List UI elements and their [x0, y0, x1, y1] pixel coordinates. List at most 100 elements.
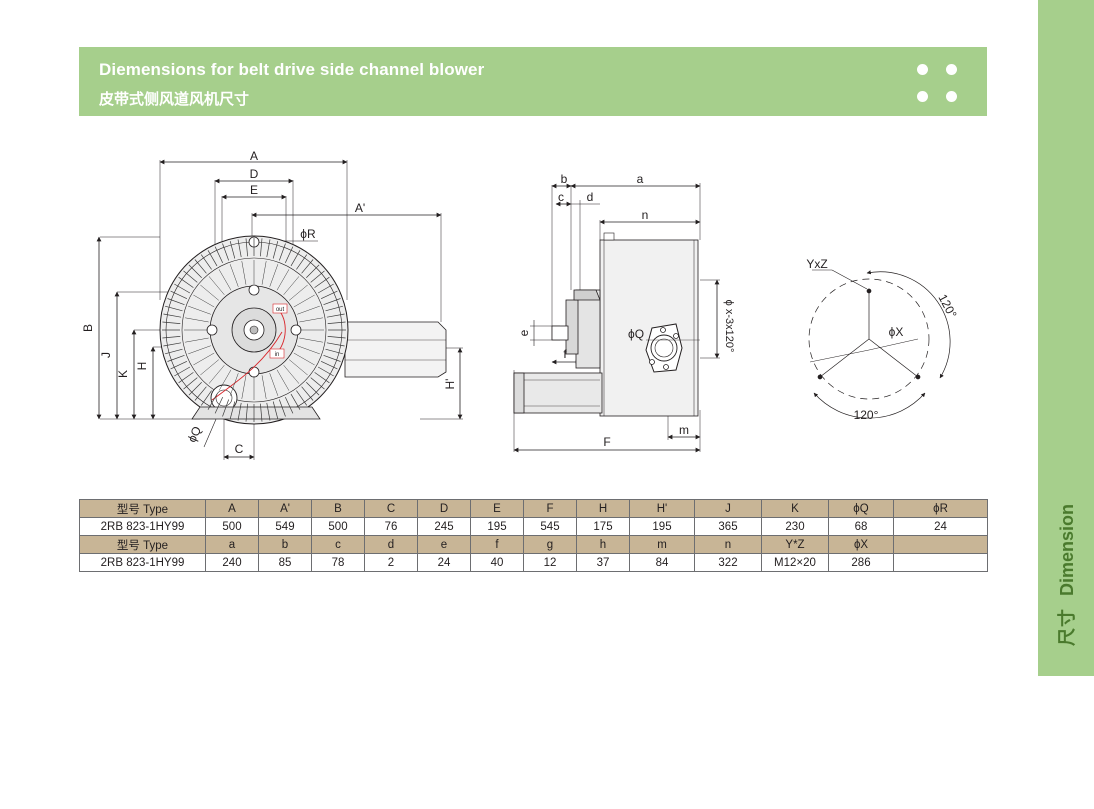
cooling-fin: [314, 276, 330, 288]
cooling-fin: [194, 259, 207, 274]
inner-fin: [188, 305, 211, 315]
table-header-cell: b: [258, 535, 312, 554]
table-cell: 365: [694, 517, 762, 536]
label-phiR: ϕR: [300, 227, 316, 241]
cooling-fin: [188, 264, 202, 278]
inner-fin: [293, 352, 315, 366]
cooling-fin: [183, 377, 198, 390]
decor-dot: [917, 91, 928, 102]
label-f: f: [563, 347, 567, 361]
table-header-cell: ϕQ: [828, 499, 894, 518]
decor-dot: [946, 64, 957, 75]
label-A: A: [250, 149, 258, 163]
title-english: Diemensions for belt drive side channel …: [99, 60, 485, 79]
inner-fin: [241, 261, 247, 285]
cooling-fin: [306, 382, 320, 396]
table-header-cell: n: [694, 535, 762, 554]
cooling-fin: [320, 290, 338, 300]
cooling-fin: [170, 290, 188, 300]
label-H-prime: H': [443, 379, 457, 390]
cooling-fin: [165, 348, 183, 355]
inner-fin: [276, 369, 290, 391]
cooling-fin: [323, 354, 341, 362]
table-cell: 175: [576, 517, 630, 536]
cooling-fin: [278, 243, 286, 261]
inner-fin: [261, 375, 267, 399]
label-e: e: [517, 329, 531, 336]
label-b: b: [561, 172, 568, 186]
cooling-fin: [167, 354, 185, 362]
table-header-cell: m: [629, 535, 695, 554]
label-phiX: ϕX: [889, 325, 904, 339]
cooling-fin: [325, 348, 343, 355]
cooling-fin: [174, 283, 191, 294]
table-header-cell: e: [417, 535, 471, 554]
cooling-fin: [214, 246, 224, 264]
decor-dot: [946, 91, 957, 102]
inner-fin: [276, 269, 290, 291]
cooling-fin: [278, 399, 286, 417]
cooling-fin: [296, 254, 308, 270]
inner-fin: [229, 264, 239, 287]
table-header-cell: J: [694, 499, 762, 518]
cooling-fin: [222, 399, 230, 417]
label-phiQ-front: ϕQ: [185, 424, 204, 444]
table-header-cell: K: [761, 499, 829, 518]
cooling-fin: [310, 270, 325, 283]
side-tab-cn: 尺寸: [1057, 608, 1077, 647]
inner-fin: [188, 345, 211, 355]
cooling-fin: [163, 313, 182, 318]
inner-fin: [185, 337, 209, 343]
cooling-fin: [162, 336, 181, 339]
cooling-fin: [229, 241, 236, 259]
table-header-cell: A: [205, 499, 259, 518]
table-cell: 549: [258, 517, 312, 536]
cooling-fin: [310, 377, 325, 390]
label-a: a: [637, 172, 644, 186]
label-D: D: [250, 167, 259, 181]
front-view: [96, 159, 463, 460]
inner-fin: [193, 352, 215, 366]
table-cell: 545: [523, 517, 577, 536]
blower-fins: [162, 238, 346, 422]
table-header-cell: c: [311, 535, 365, 554]
cooling-fin: [207, 393, 218, 410]
cooling-fin: [323, 298, 341, 306]
inner-fin: [185, 317, 209, 323]
cooling-fin: [245, 238, 248, 257]
table-header-cell: D: [417, 499, 471, 518]
cooling-fin: [260, 403, 263, 422]
cooling-fin: [317, 283, 334, 294]
cooling-fin: [200, 390, 212, 406]
table-cell: 2: [364, 553, 418, 572]
side-tab-en: Dimension: [1057, 503, 1077, 597]
inner-fin: [241, 375, 247, 399]
decor-dot: [917, 64, 928, 75]
table-header-cell: f: [470, 535, 524, 554]
table-cell: 195: [470, 517, 524, 536]
table-cell: M12×20: [761, 553, 829, 572]
cooling-fin: [207, 250, 218, 267]
table-cell: 24: [417, 553, 471, 572]
cooling-fin: [237, 239, 242, 258]
table-header-cell: d: [364, 535, 418, 554]
label-angle-top: 120°: [936, 292, 960, 321]
table-header-cell: g: [523, 535, 577, 554]
cooling-fin: [326, 313, 345, 318]
table-header-cell: Y*Z: [761, 535, 829, 554]
cooling-fin: [183, 270, 198, 283]
cooling-fin: [272, 241, 279, 259]
label-C: C: [235, 442, 244, 456]
cooling-fin: [260, 238, 263, 257]
table-header-cell: H': [629, 499, 695, 518]
flange-pattern: [808, 269, 951, 419]
cooling-fin: [162, 321, 181, 324]
cooling-fin: [327, 321, 346, 324]
cooling-fin: [290, 393, 301, 410]
label-angle-bottom: 120°: [854, 408, 879, 422]
cooling-fin: [229, 401, 236, 419]
